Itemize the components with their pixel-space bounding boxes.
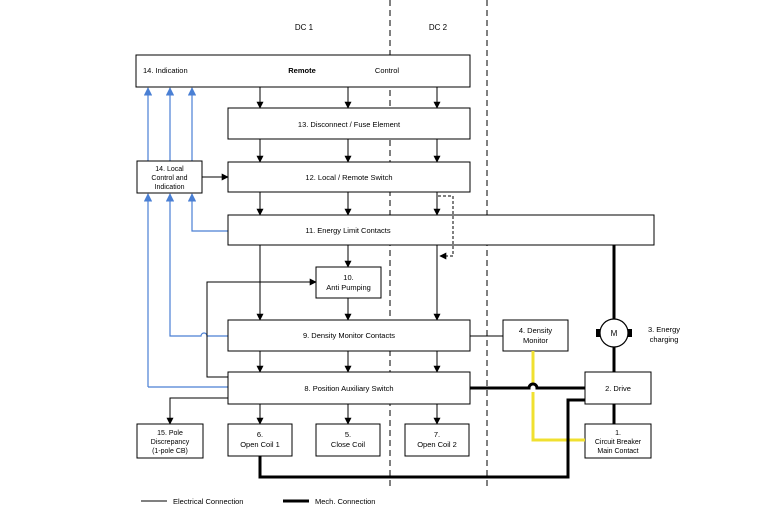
open-coil-1-line1: 6.	[257, 430, 263, 439]
energy-limit-box: 11. Energy Limit Contacts	[227, 214, 655, 246]
pole-discrepancy-line2: Discrepancy	[151, 439, 190, 446]
density-monitor-line2: Monitor	[523, 336, 549, 345]
indication-bar: 14. Indication Remote Control	[135, 54, 471, 88]
energy-charging-line2: charging	[650, 335, 679, 344]
open-coil-2-line1: 7.	[434, 430, 440, 439]
density-link	[531, 351, 585, 442]
legend: Electrical Connection Mech. Connection	[141, 497, 375, 506]
indication-label: 14. Indication	[143, 66, 188, 75]
close-coil-line1: 5.	[345, 430, 351, 439]
disconnect-label: 13. Disconnect / Fuse Element	[298, 120, 401, 129]
dc1-label: DC 1	[295, 23, 314, 32]
close-coil-line2: Close Coil	[331, 440, 366, 449]
open-coil-2-line2: Open Coil 2	[417, 440, 457, 449]
energy-charging-line1: 3. Energy	[648, 325, 680, 334]
main-contact-line1: 1.	[615, 430, 621, 437]
position-aux-label: 8. Position Auxiliary Switch	[304, 384, 393, 393]
dc2-label: DC 2	[429, 23, 448, 32]
density-monitor-line1: 4. Density	[519, 326, 553, 335]
density-monitor-contacts-box: 9. Density Monitor Contacts	[227, 319, 471, 352]
local-remote-switch-box: 12. Local / Remote Switch	[227, 161, 471, 193]
local-remote-switch-label: 12. Local / Remote Switch	[305, 173, 392, 182]
pole-discrepancy-line3: (1-pole CB)	[152, 448, 188, 455]
disconnect-box: 13. Disconnect / Fuse Element	[227, 107, 471, 140]
main-contact-line3: Main Contact	[597, 448, 638, 455]
remote-label: Remote	[288, 66, 316, 75]
indication-lines	[143, 87, 228, 388]
motor-symbol: M	[596, 318, 632, 348]
legend-electrical-label: Electrical Connection	[173, 497, 243, 506]
energy-limit-label: 11. Energy Limit Contacts	[305, 226, 391, 235]
density-monitor-box: 4. Density Monitor	[502, 319, 569, 352]
legend-mechanical-label: Mech. Connection	[315, 497, 375, 506]
pole-discrepancy-line1: 15. Pole	[157, 430, 183, 437]
local-control-line2: Control and	[151, 175, 187, 182]
mechanical-connections	[258, 245, 616, 479]
drive-box: 2. Drive	[584, 371, 652, 405]
local-control-box: 14. Local Control and Indication	[136, 160, 203, 194]
local-control-line1: 14. Local	[155, 166, 184, 173]
main-contact-line2: Circuit Breaker	[595, 439, 642, 446]
motor-label: M	[611, 329, 618, 338]
local-control-line3: Indication	[155, 184, 185, 191]
anti-pumping-line2: Anti Pumping	[326, 283, 371, 292]
anti-pumping-line1: 10.	[343, 273, 353, 282]
position-aux-box: 8. Position Auxiliary Switch	[227, 371, 471, 405]
drive-label: 2. Drive	[605, 384, 631, 393]
density-monitor-contacts-label: 9. Density Monitor Contacts	[303, 331, 395, 340]
main-contact-box: 1. Circuit Breaker Main Contact	[584, 423, 652, 459]
electrical-connections	[166, 87, 503, 425]
anti-pumping-box: 10. Anti Pumping	[315, 266, 382, 299]
open-coil-1-box: 6. Open Coil 1	[227, 423, 293, 457]
open-coil-1-line2: Open Coil 1	[240, 440, 280, 449]
open-coil-2-box: 7. Open Coil 2	[404, 423, 470, 457]
close-coil-box: 5. Close Coil	[315, 423, 381, 457]
pole-discrepancy-box: 15. Pole Discrepancy (1-pole CB)	[136, 423, 204, 459]
control-label: Control	[375, 66, 400, 75]
